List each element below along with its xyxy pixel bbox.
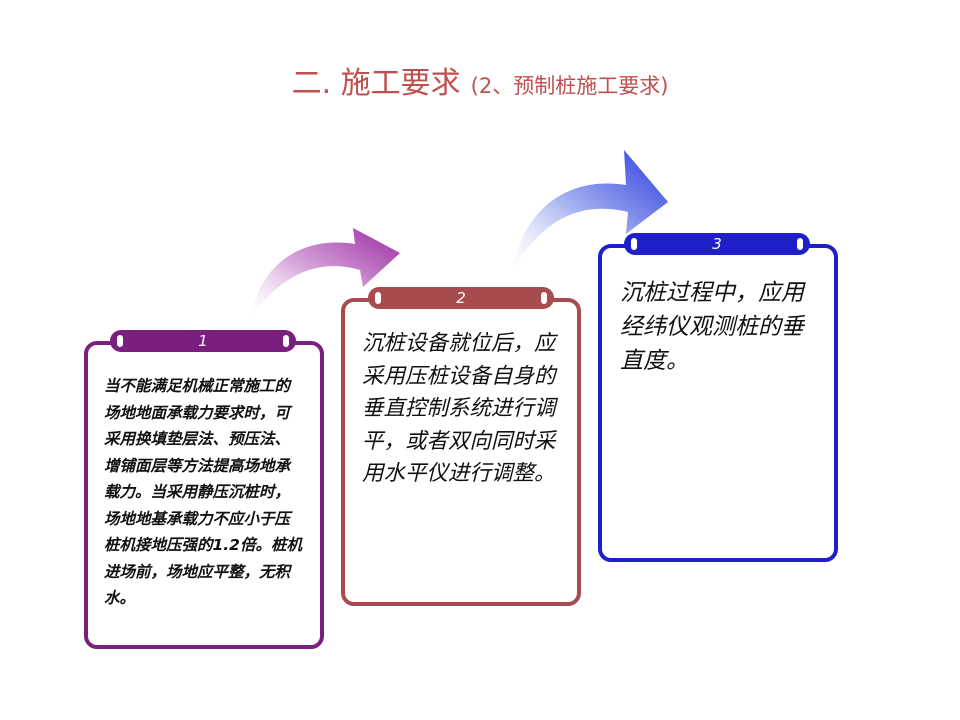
step-card-2 — [341, 298, 581, 606]
tab-pill-right — [283, 335, 289, 347]
curved-arrow-2-icon — [512, 150, 668, 272]
step-card-1 — [84, 341, 324, 649]
curved-arrow-1-icon — [250, 228, 400, 318]
tab-pill-right — [541, 292, 547, 304]
step-tab-1: 1 — [110, 330, 296, 352]
tab-pill-left — [375, 292, 381, 304]
title-sub: (2、预制桩施工要求) — [470, 74, 669, 98]
title-main: 二. 施工要求 — [291, 66, 461, 101]
step-number-1: 1 — [198, 332, 208, 350]
tab-pill-right — [797, 238, 803, 250]
step-number-3: 3 — [712, 235, 722, 253]
step-tab-3: 3 — [624, 233, 810, 255]
slide-title: 二. 施工要求 (2、预制桩施工要求) — [0, 58, 960, 102]
step-text-2: 沉桩设备就位后，应采用压桩设备自身的垂直控制系统进行调平，或者双向同时采用水平仪… — [362, 331, 556, 486]
step-text-3: 沉桩过程中，应用经纬仪观测桩的垂直度。 — [620, 280, 804, 374]
tab-pill-left — [117, 335, 123, 347]
step-card-3 — [598, 244, 838, 562]
tab-pill-left — [631, 238, 637, 250]
step-text-1: 当不能满足机械正常施工的场地地面承载力要求时，可采用换填垫层法、预压法、增铺面层… — [104, 377, 302, 607]
step-tab-2: 2 — [368, 287, 554, 309]
step-number-2: 2 — [456, 289, 466, 307]
